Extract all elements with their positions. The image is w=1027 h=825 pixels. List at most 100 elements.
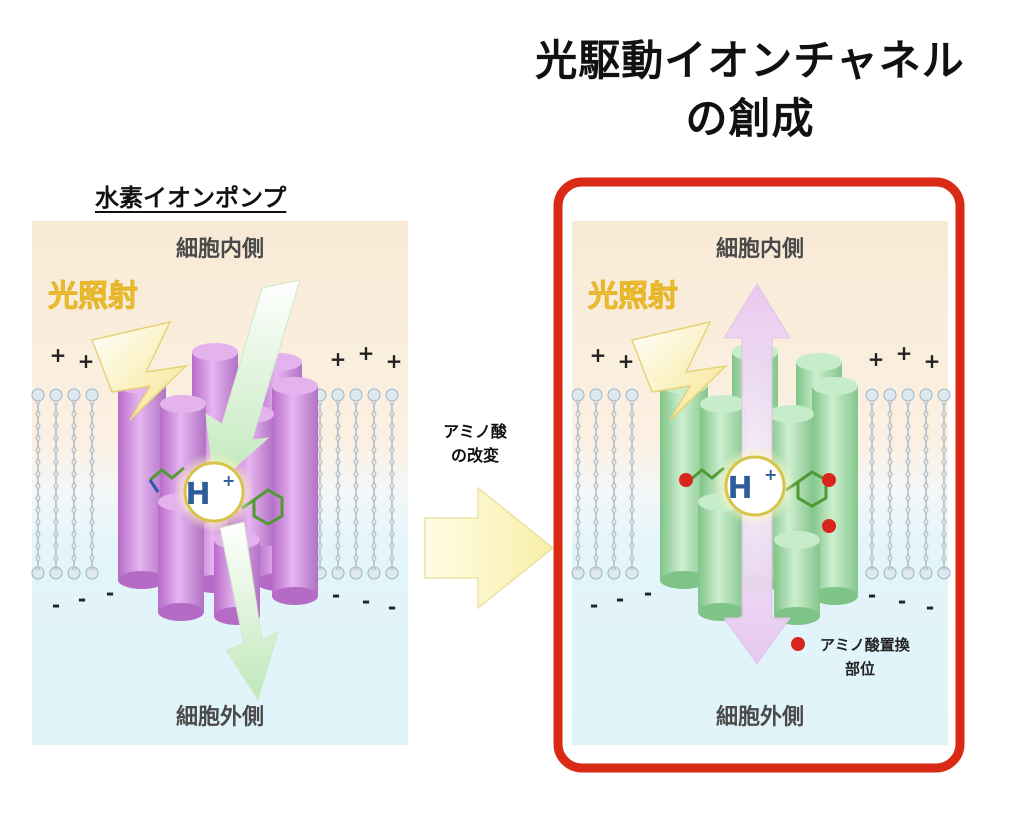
minus-charge-sign: - [590,593,598,617]
lipid-head [67,566,81,580]
minus-charge-sign: - [898,589,906,613]
lipid-tail [91,401,95,571]
lipid-head [571,566,585,580]
legend-dot-icon [791,637,805,651]
minus-charge-sign: - [52,593,60,617]
minus-charge-sign: - [926,595,934,619]
minus-charge-sign: - [868,583,876,607]
title-line-1: 光駆動イオンチャネル [535,36,965,85]
lipid-tail [889,401,893,571]
lipid-head [31,566,45,580]
lipid-head [349,388,363,402]
lipid-head [625,566,639,580]
main-title: 光駆動イオンチャネル の創成 [470,32,1027,148]
minus-charge-sign: - [78,587,86,611]
lipid-head [865,388,879,402]
lipid-head [937,566,951,580]
left-panel-heading: 水素イオンポンプ [95,184,287,212]
lipid-head [865,566,879,580]
lipid-head [937,388,951,402]
plus-charge-sign: + [618,349,635,373]
lipid-head [901,388,915,402]
right-inside-label: 細胞内側 [716,236,804,262]
lipid-head [85,566,99,580]
lipid-head [589,566,603,580]
lightning-bolt-icon [630,320,729,421]
minus-charge-sign: - [388,595,396,619]
legend-label-line-1: アミノ酸置換 [820,636,911,654]
lipid-tail [37,401,41,571]
plus-charge-sign: + [386,349,403,373]
lipid-tail [337,401,341,571]
transition-label-line-3: の改変 [450,446,499,465]
right-membrane [571,388,951,580]
legend-label-line-2: 部位 [845,660,875,678]
substitution-site-dot [679,473,693,487]
right-ion-charge: + [764,465,777,484]
lipid-tail [55,401,59,571]
left-membrane [31,388,399,580]
right-outside-label: 細胞外側 [716,704,804,730]
lipid-tail [319,401,323,571]
lipid-tail [907,401,911,571]
pump-flow-arrows [205,279,301,702]
lipid-head [49,566,63,580]
plus-charge-sign: + [50,343,67,367]
plus-charge-sign: + [924,349,941,373]
lipid-head [331,388,345,402]
lipid-head [67,388,81,402]
left-ion-charge: + [222,471,235,490]
substitution-site-dot [822,473,836,487]
transition-arrow [424,486,555,610]
lipid-head [919,388,933,402]
lipid-tail [73,401,77,571]
minus-charge-sign: - [106,581,114,605]
left-inside-label: 細胞内側 [176,236,264,262]
substitution-site-dots [679,473,836,651]
outward-flow-arrow [219,521,279,702]
lipid-head [883,388,897,402]
lipid-head [49,388,63,402]
plus-charge-sign: + [358,341,375,365]
plus-charge-sign: + [868,347,885,371]
lipid-tail [577,401,581,571]
lipid-head [607,566,621,580]
minus-charge-sign: - [616,587,624,611]
lipid-tail [595,401,599,571]
inward-flow-arrow [205,279,301,488]
lipid-tail [355,401,359,571]
right-ion-symbol: H [727,471,752,506]
lipid-head [385,388,399,402]
lipid-head [571,388,585,402]
lipid-tail [871,401,875,571]
lipid-head [589,388,603,402]
plus-charge-sign: + [78,349,95,373]
proton-ion [174,452,254,532]
plus-charge-sign: + [896,341,913,365]
title-line-2: の創成 [685,94,815,143]
lipid-tail [391,401,395,571]
lipid-tail [613,401,617,571]
lipid-head [85,388,99,402]
plus-charge-sign: + [330,347,347,371]
left-outside-label: 細胞外側 [176,704,264,730]
right-light-label: 光照射 [588,279,678,314]
lipid-head [331,566,345,580]
lipid-head [31,388,45,402]
lipid-tail [943,401,947,571]
lipid-head [385,566,399,580]
minus-charge-sign: - [644,581,652,605]
lipid-tail [373,401,377,571]
left-ion-symbol: H [185,477,210,512]
lipid-head [367,388,381,402]
lipid-head [607,388,621,402]
lipid-head [349,566,363,580]
minus-charge-sign: - [362,589,370,613]
right-panel: 細胞内側 細胞外側 光照射 H + アミノ酸置換 部位 +++++------ [553,177,965,773]
lipid-head [901,566,915,580]
lipid-head [919,566,933,580]
lipid-head [625,388,639,402]
transition-label: アミノ酸 の改変 [430,420,520,468]
left-charge-signs: +++++------ [50,341,403,619]
